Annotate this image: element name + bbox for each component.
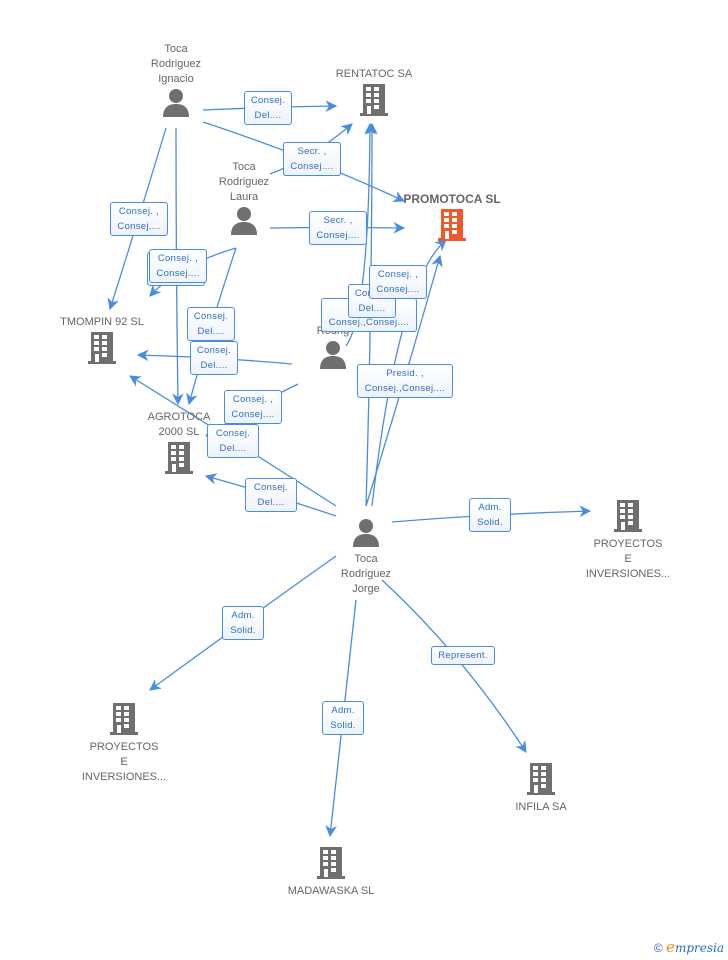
relation-label[interactable]: Presid. , Consej.,Consej.... (357, 364, 453, 398)
relation-label[interactable]: Consej. Del.... (190, 341, 238, 375)
brand-name: mpresia (674, 941, 724, 955)
building-icon (314, 82, 434, 121)
node-promotoca[interactable]: PROMOTOCA SL (392, 192, 512, 246)
copyright-symbol: © (653, 941, 663, 955)
node-label: AGROTOCA 2000 SL (147, 411, 211, 438)
relation-label[interactable]: Consej. , Consej.... (110, 202, 168, 236)
node-label: INFILA SA (515, 801, 567, 813)
building-icon (119, 440, 239, 479)
node-tmompin[interactable]: TMOMPIN 92 SL (42, 315, 162, 369)
building-icon (271, 845, 391, 884)
brand-e: e (666, 938, 675, 956)
relation-label[interactable]: Consej. Del.... (245, 478, 297, 512)
node-label: TMOMPIN 92 SL (60, 316, 144, 328)
relation-label[interactable]: Secr. , Consej.... (309, 211, 367, 245)
node-label: PROMOTOCA SL (403, 192, 501, 206)
relation-label[interactable]: Consej. Del.... (244, 91, 292, 125)
person-icon (306, 517, 426, 552)
building-icon (481, 761, 601, 800)
relation-label[interactable]: Consej. Del.... (187, 307, 235, 341)
person-icon (116, 87, 236, 122)
node-label: PROYECTOS E INVERSIONES... (585, 538, 671, 580)
relation-label[interactable]: Secr. , Consej.... (283, 142, 341, 176)
relation-label[interactable]: Adm. Solid. (222, 606, 264, 640)
node-label: PROYECTOS E INVERSIONES... (81, 741, 167, 783)
edge-jorge-to-infila (381, 579, 527, 753)
building-icon (42, 330, 162, 369)
person-icon (184, 205, 304, 240)
building-icon (392, 207, 512, 246)
empresia-credit[interactable]: © empresia (654, 938, 724, 956)
node-proyectos-left[interactable]: PROYECTOS E INVERSIONES... (64, 701, 184, 785)
building-icon (64, 701, 184, 740)
node-label: RENTATOC SA (335, 68, 413, 80)
person-icon (273, 339, 393, 374)
node-proyectos-right[interactable]: PROYECTOS E INVERSIONES... (568, 498, 688, 582)
building-icon (568, 498, 688, 537)
node-label: Toca Rodriguez Jorge (340, 553, 392, 595)
node-laura[interactable]: Toca Rodriguez Laura (184, 160, 304, 240)
node-ignacio[interactable]: Toca Rodriguez Ignacio (116, 42, 236, 122)
node-agrotoca[interactable]: AGROTOCA 2000 SL (119, 410, 239, 479)
relation-label[interactable]: Consej. Del.... (207, 424, 259, 458)
relation-label[interactable]: Consej. , Consej.... (224, 390, 282, 424)
node-jorge[interactable]: Toca Rodriguez Jorge (306, 517, 426, 597)
node-label: Toca Rodriguez Ignacio (150, 43, 202, 85)
node-rentatoc[interactable]: RENTATOC SA (314, 67, 434, 121)
node-label: Toca Rodriguez Laura (218, 161, 270, 203)
edge-center-person-to-rentatoc (345, 122, 376, 347)
relation-label[interactable]: Adm. Solid. (322, 701, 364, 735)
node-infila[interactable]: INFILA SA (481, 761, 601, 815)
relation-label[interactable]: Adm. Solid. (469, 498, 511, 532)
relation-label[interactable]: Consej. , Consej.... (149, 249, 207, 283)
node-label: MADAWASKA SL (287, 885, 375, 897)
relation-label[interactable]: Represent. (431, 646, 495, 665)
node-madawaska[interactable]: MADAWASKA SL (271, 845, 391, 899)
relation-label[interactable]: Consej. , Consej.... (369, 265, 427, 299)
